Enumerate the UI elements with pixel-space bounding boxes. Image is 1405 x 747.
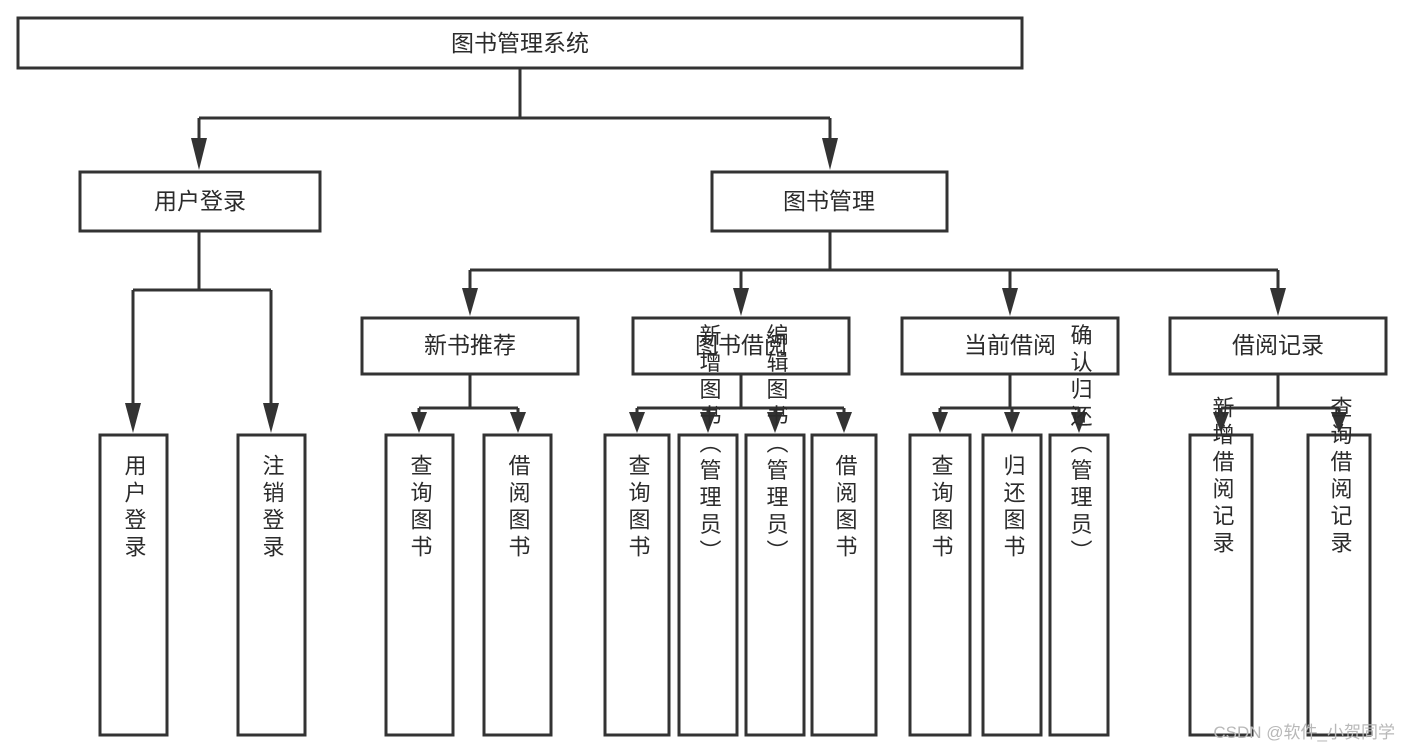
node-user-login[interactable]: 用户登录	[78, 170, 322, 233]
leaf-node-confirm-return[interactable]: 确认归还（管理员）	[1048, 324, 1110, 737]
node-new-book-recommend-box[interactable]	[360, 316, 580, 376]
arrowhead-current-borrow	[1002, 288, 1018, 316]
leaf-node-add-book[interactable]: 新增图书（管理员）	[677, 324, 739, 737]
leaf-node-logout[interactable]: 注销登录	[236, 433, 307, 737]
arrowhead-leaf-query-book-2	[629, 412, 645, 433]
node-root[interactable]: 图书管理系统	[16, 16, 1024, 70]
node-book-borrow[interactable]: 图书借阅	[631, 316, 851, 376]
node-root-box[interactable]	[16, 16, 1024, 70]
leaf-node-borrow-book-2[interactable]: 借阅图书	[810, 433, 878, 737]
leaf-logout-label: 注销登录	[260, 454, 285, 562]
arrowhead-book-borrow	[733, 288, 749, 316]
leaf-query-book-2-box[interactable]	[603, 433, 671, 737]
leaf-borrow-book-1-label: 借阅图书	[506, 454, 531, 562]
leaf-query-record-label: 查询借阅记录	[1328, 396, 1353, 558]
leaf-borrow-book-2-label: 借阅图书	[833, 454, 858, 562]
leaf-return-book-label: 归还图书	[1001, 454, 1026, 562]
leaf-edit-book-box[interactable]	[744, 433, 806, 737]
leaf-node-edit-book[interactable]: 编辑图书（管理员）	[744, 324, 806, 737]
node-current-borrow-box[interactable]	[900, 316, 1120, 376]
leaf-add-book-label: 新增图书（管理员）	[697, 324, 722, 567]
leaf-add-record-label: 新增借阅记录	[1210, 396, 1235, 558]
node-borrow-record-label: 借阅记录	[1232, 332, 1324, 358]
node-current-borrow-label: 当前借阅	[964, 332, 1056, 358]
arrowhead-leaf-logout	[263, 403, 279, 433]
leaf-query-book-1-box[interactable]	[384, 433, 455, 737]
node-borrow-record[interactable]: 借阅记录	[1168, 316, 1388, 376]
node-current-borrow[interactable]: 当前借阅	[900, 316, 1120, 376]
connector-layer	[125, 68, 1347, 433]
leaf-confirm-return-label: 确认归还（管理员）	[1068, 324, 1093, 567]
arrowhead-book-manage	[822, 138, 838, 170]
node-borrow-record-box[interactable]	[1168, 316, 1388, 376]
node-root-label: 图书管理系统	[451, 30, 589, 56]
leaf-node-query-book-2[interactable]: 查询图书	[603, 433, 671, 737]
leaf-return-book-box[interactable]	[981, 433, 1043, 737]
arrowhead-leaf-add-book	[700, 412, 716, 433]
arrowhead-leaf-confirm-return	[1071, 412, 1087, 433]
node-user-login-box[interactable]	[78, 170, 322, 233]
leaf-user-login-box[interactable]	[98, 433, 169, 737]
leaf-node-query-book-1[interactable]: 查询图书	[384, 433, 455, 737]
node-book-borrow-label: 图书借阅	[695, 332, 787, 358]
leaf-query-record-box[interactable]	[1306, 433, 1372, 737]
leaf-borrow-book-1-box[interactable]	[482, 433, 553, 737]
leaf-query-book-2-label: 查询图书	[626, 454, 651, 562]
arrowhead-leaf-edit-book	[767, 412, 783, 433]
node-book-manage-box[interactable]	[710, 170, 949, 233]
leaf-add-record-box[interactable]	[1188, 433, 1254, 737]
leaf-node-query-record[interactable]: 查询借阅记录	[1306, 396, 1372, 737]
arrowhead-leaf-user-login	[125, 403, 141, 433]
node-book-manage[interactable]: 图书管理	[710, 170, 949, 233]
leaf-edit-book-label: 编辑图书（管理员）	[764, 324, 789, 567]
node-user-login-label: 用户登录	[154, 188, 246, 214]
arrowhead-leaf-borrow-book-1	[510, 412, 526, 433]
leaf-node-borrow-book-1[interactable]: 借阅图书	[482, 433, 553, 737]
arrowhead-leaf-borrow-book-2	[836, 412, 852, 433]
leaf-logout-box[interactable]	[236, 433, 307, 737]
leaf-node-query-book-3[interactable]: 查询图书	[908, 433, 972, 737]
leaf-user-login-label: 用户登录	[122, 454, 147, 562]
arrowhead-leaf-query-record	[1331, 412, 1347, 433]
arrowhead-new-book-recommend	[462, 288, 478, 316]
node-new-book-recommend-label: 新书推荐	[424, 332, 516, 358]
arrowhead-leaf-query-book-1	[411, 412, 427, 433]
arrowhead-leaf-add-record	[1213, 412, 1229, 433]
arrowhead-user-login	[191, 138, 207, 170]
node-book-manage-label: 图书管理	[783, 188, 875, 214]
node-book-borrow-box[interactable]	[631, 316, 851, 376]
leaf-query-book-3-box[interactable]	[908, 433, 972, 737]
leaf-node-user-login[interactable]: 用户登录	[98, 433, 169, 737]
leaf-add-book-box[interactable]	[677, 433, 739, 737]
leaf-confirm-return-box[interactable]	[1048, 433, 1110, 737]
leaf-borrow-book-2-box[interactable]	[810, 433, 878, 737]
arrowhead-leaf-query-book-3	[932, 412, 948, 433]
arrowhead-leaf-return-book	[1004, 412, 1020, 433]
leaf-query-book-3-label: 查询图书	[929, 454, 954, 562]
node-new-book-recommend[interactable]: 新书推荐	[360, 316, 580, 376]
leaf-query-book-1-label: 查询图书	[408, 454, 433, 562]
leaf-node-add-record[interactable]: 新增借阅记录	[1188, 396, 1254, 737]
arrowhead-borrow-record	[1270, 288, 1286, 316]
leaf-node-return-book[interactable]: 归还图书	[981, 433, 1043, 737]
